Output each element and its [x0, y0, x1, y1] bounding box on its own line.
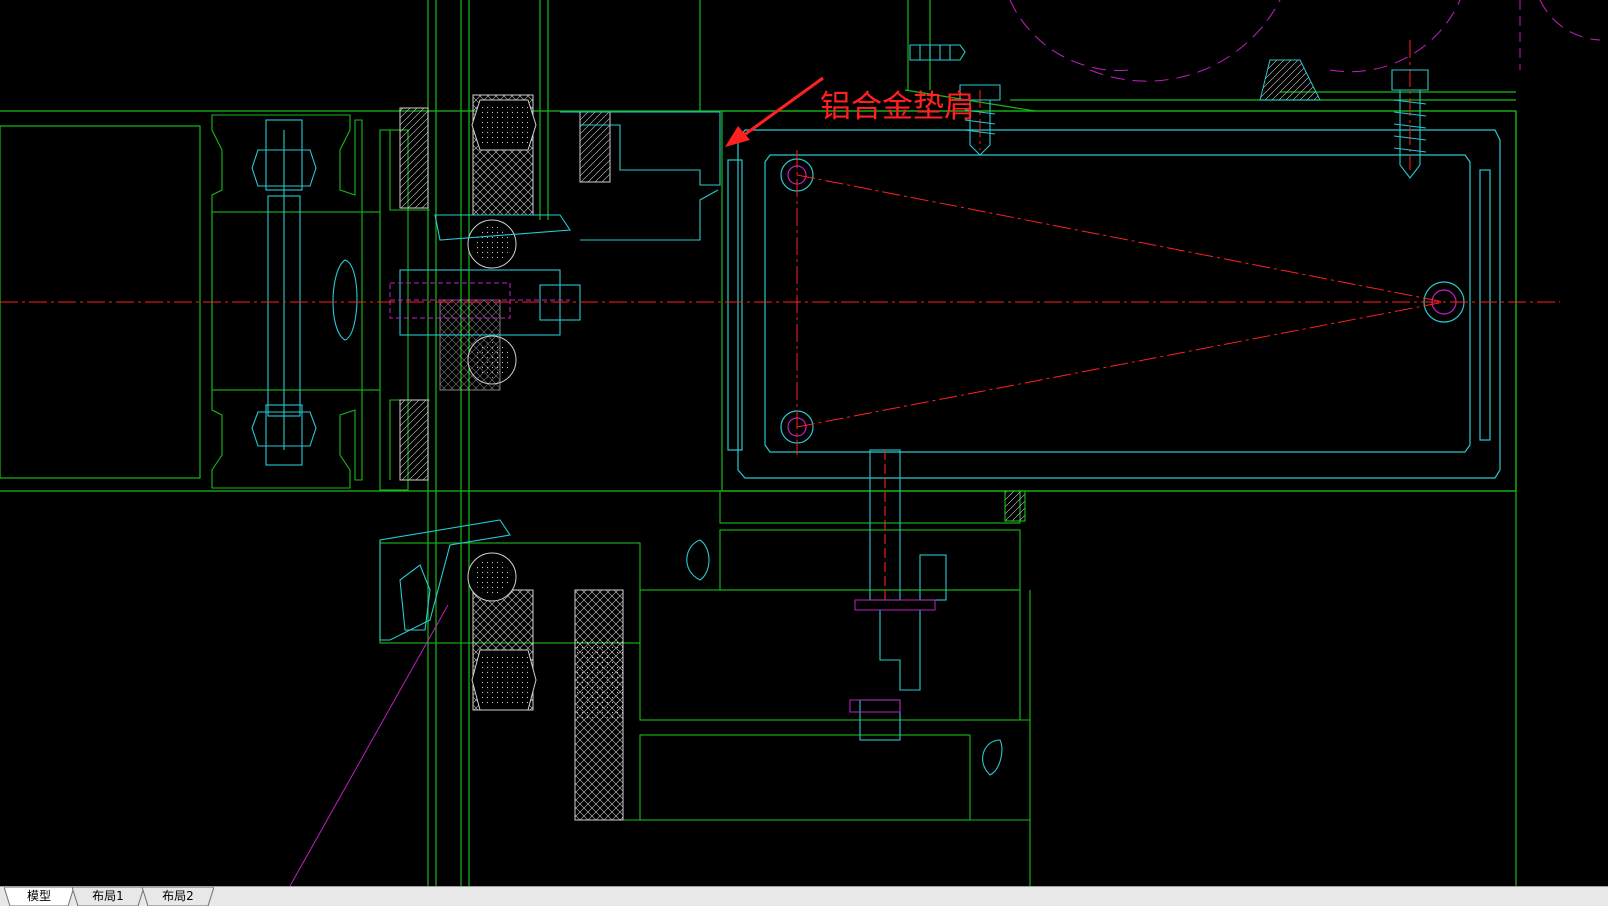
bolt-assembly [251, 119, 358, 466]
tab-layout2-label: 布局2 [162, 889, 194, 903]
left-mullion-profile [211, 114, 430, 491]
tab-layout2[interactable]: 布局2 [142, 887, 214, 906]
top-gasket [1259, 59, 1321, 101]
aluminum-box-section [721, 110, 1517, 492]
model-space-viewport[interactable]: 铝合金垫肩 [0, 0, 1608, 886]
tab-model-label: 模型 [26, 889, 51, 903]
lower-magenta [289, 599, 936, 886]
tab-model[interactable]: 模型 [4, 887, 74, 906]
magenta-dash-details [389, 282, 570, 319]
magenta-arcs [1009, 0, 1601, 82]
annotation-label: 铝合金垫肩 [820, 89, 975, 125]
left-lower-profile [379, 519, 511, 641]
tab-layout1-label: 布局1 [92, 889, 124, 903]
lower-bolts [686, 449, 1003, 776]
tab-layout1[interactable]: 布局1 [72, 887, 144, 906]
screw-bosses [780, 158, 1465, 444]
centerlines [0, 40, 1560, 455]
upper-glass-unit [399, 94, 611, 481]
tab-model-shape [4, 887, 74, 906]
layout-tab-bar: 模型 布局1 布局2 [0, 886, 1608, 906]
self-tapping-screws [909, 44, 1429, 179]
lower-glass-unit [467, 552, 624, 821]
cad-drawing: 铝合金垫肩 [0, 0, 1601, 886]
tab-layout2-shape [142, 887, 214, 906]
frame-outline [0, 0, 1517, 886]
tab-layout1-shape [72, 887, 144, 906]
annotation-leader [725, 76, 824, 147]
